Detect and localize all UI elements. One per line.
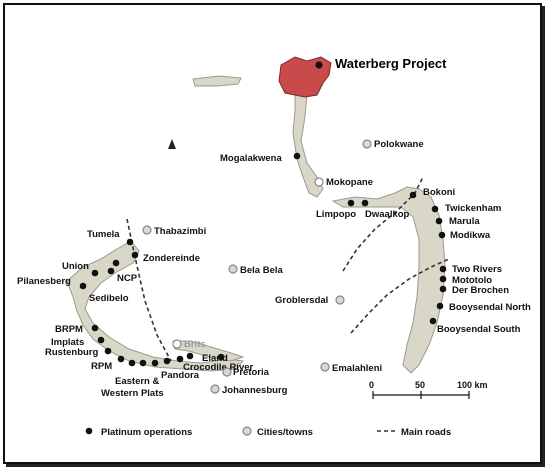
op-bokoni: Bokoni	[409, 187, 455, 199]
city-emalahleni: Emalahleni	[320, 362, 382, 374]
op-sedibelo: Sedibelo	[79, 282, 129, 304]
svg-text:Marula: Marula	[449, 216, 480, 227]
svg-text:BRPM: BRPM	[55, 324, 83, 335]
map-canvas: Waterberg Project Mogalakwena Limpopo Dw…	[17, 56, 531, 438]
svg-text:Limpopo: Limpopo	[316, 209, 356, 220]
legend-roads-label: Main roads	[401, 427, 451, 438]
svg-text:Eland: Eland	[202, 353, 228, 364]
svg-text:Modikwa: Modikwa	[450, 230, 491, 241]
op-brpm: BRPM	[55, 324, 99, 335]
svg-text:Pandora: Pandora	[161, 370, 200, 381]
scale-bar: 0 50 100 km	[369, 380, 488, 399]
waterberg-project-label: Waterberg Project	[335, 56, 447, 71]
svg-text:Sedibelo: Sedibelo	[89, 293, 129, 304]
svg-text:Mototolo: Mototolo	[452, 275, 492, 286]
main-roads	[126, 176, 450, 362]
svg-text:Mogalakwena: Mogalakwena	[220, 153, 282, 164]
bushveld-fragment-north	[192, 75, 242, 87]
op-tumela: Tumela	[87, 229, 134, 246]
road-thabazimbi-south	[126, 218, 172, 362]
svg-text:Emalahleni: Emalahleni	[332, 363, 382, 374]
svg-text:Two Rivers: Two Rivers	[452, 264, 502, 275]
svg-text:Booysendal South: Booysendal South	[437, 324, 521, 335]
bushveld-complex	[66, 75, 446, 374]
op-booysendal-south: Booysendal South	[429, 317, 521, 335]
north-arrow-icon	[168, 139, 176, 149]
svg-text:Twickenham: Twickenham	[445, 203, 501, 214]
op-union: Union	[62, 259, 120, 272]
cities-towns: Polokwane Mokopane Thabazimbi Bela Bela …	[142, 139, 424, 396]
op-pandora: Pandora	[161, 355, 200, 381]
svg-text:Groblersdal: Groblersdal	[275, 295, 328, 306]
svg-text:Crocodile River: Crocodile River	[183, 362, 254, 373]
city-mokopane: Mokopane	[314, 177, 373, 188]
svg-text:Western Plats: Western Plats	[101, 388, 164, 399]
svg-text:Union: Union	[62, 261, 89, 272]
city-groblersdal: Groblersdal	[275, 295, 345, 306]
op-der-brochen: Der Brochen	[439, 285, 509, 296]
op-mototolo: Mototolo	[439, 275, 492, 286]
city-brits: Brits	[172, 339, 206, 350]
op-eastern-western-plats: Eastern & Western Plats	[101, 357, 171, 399]
op-zondereinde: Zondereinde	[131, 251, 200, 264]
svg-text:Tumela: Tumela	[87, 229, 120, 240]
legend-operations-label: Platinum operations	[101, 427, 192, 438]
op-twickenham: Twickenham	[431, 203, 501, 214]
svg-text:Rustenburg: Rustenburg	[45, 347, 99, 358]
op-rpm: RPM	[91, 355, 136, 372]
svg-text:Brits: Brits	[184, 339, 206, 350]
map-frame: Waterberg Project Mogalakwena Limpopo Dw…	[3, 3, 542, 464]
svg-text:NCP: NCP	[117, 273, 138, 284]
op-modikwa: Modikwa	[438, 230, 491, 241]
eastern-limb	[331, 186, 446, 374]
legend-operations-symbol	[85, 427, 93, 435]
svg-text:Der Brochen: Der Brochen	[452, 285, 509, 296]
op-implats: Implats	[51, 336, 105, 348]
road-limpopo-east	[342, 176, 424, 272]
scale-tick-0: 0	[369, 380, 374, 390]
op-two-rivers: Two Rivers	[439, 264, 502, 275]
legend-cities-label: Cities/towns	[257, 427, 313, 438]
svg-text:Implats: Implats	[51, 337, 84, 348]
waterberg-project-area	[278, 56, 332, 98]
city-pretoria: Pretoria	[222, 367, 270, 378]
op-marula: Marula	[435, 216, 480, 227]
op-ncp: NCP	[107, 267, 138, 284]
svg-text:Johannesburg: Johannesburg	[222, 385, 288, 396]
platinum-operations: Mogalakwena Limpopo Dwaalkop Bokoni Twic…	[17, 152, 531, 399]
city-johannesburg: Johannesburg	[210, 384, 288, 396]
legend: Platinum operations Cities/towns Main ro…	[85, 426, 451, 438]
city-bela-bela: Bela Bela	[228, 264, 283, 276]
svg-text:Pilanesberg: Pilanesberg	[17, 276, 71, 287]
svg-text:Dwaalkop: Dwaalkop	[365, 209, 410, 220]
svg-text:Zondereinde: Zondereinde	[143, 253, 200, 264]
city-thabazimbi: Thabazimbi	[142, 225, 206, 237]
city-polokwane: Polokwane	[362, 139, 424, 150]
legend-cities-symbol	[242, 426, 252, 436]
op-limpopo: Limpopo	[316, 199, 356, 220]
op-dwaalkop: Dwaalkop	[361, 199, 410, 220]
svg-text:RPM: RPM	[91, 361, 112, 372]
scale-tick-50: 50	[415, 380, 425, 390]
op-crocodile-river: Crocodile River	[183, 352, 254, 373]
op-eland: Eland	[202, 353, 228, 364]
svg-text:Thabazimbi: Thabazimbi	[154, 226, 206, 237]
svg-text:Eastern &: Eastern &	[115, 376, 159, 387]
op-mogalakwena: Mogalakwena	[220, 152, 301, 164]
road-groblersdal-east	[350, 258, 450, 334]
scale-tick-100: 100 km	[457, 380, 488, 390]
svg-text:Booysendal North: Booysendal North	[449, 302, 531, 313]
svg-text:Mokopane: Mokopane	[326, 177, 373, 188]
op-booysendal-north: Booysendal North	[436, 302, 531, 313]
svg-text:Polokwane: Polokwane	[374, 139, 424, 150]
svg-text:Bokoni: Bokoni	[423, 187, 455, 198]
waterberg-project-dot	[315, 61, 323, 69]
northern-limb	[292, 92, 324, 198]
svg-text:Pretoria: Pretoria	[233, 367, 270, 378]
svg-text:Bela Bela: Bela Bela	[240, 265, 283, 276]
op-pilanesberg: Pilanesberg	[17, 269, 99, 287]
op-rustenburg: Rustenburg	[45, 347, 112, 358]
western-limb-east-tail	[172, 340, 245, 362]
